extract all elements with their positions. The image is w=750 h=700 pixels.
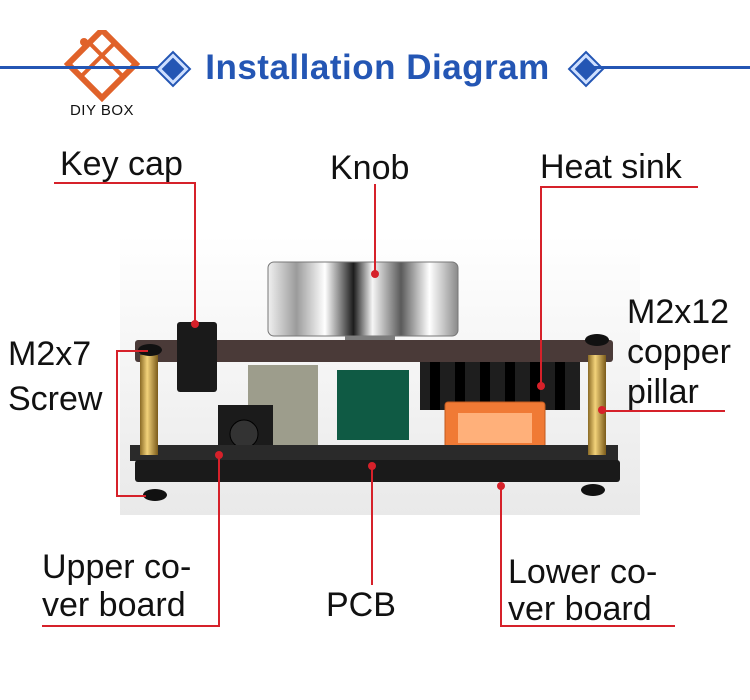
callout-m2x12	[603, 410, 725, 412]
title-rule-right	[590, 66, 750, 69]
callout-dot-key-cap	[191, 320, 199, 328]
brand-name: DIY BOX	[69, 102, 135, 119]
logo-mark	[63, 25, 141, 103]
pcb-board	[130, 445, 618, 461]
lower-cover-board	[135, 460, 620, 482]
title-rule-left	[0, 66, 170, 69]
callout-m2x7-h2	[116, 495, 146, 497]
screw-bottom-right	[581, 484, 605, 496]
audio-jack-hole	[229, 419, 259, 449]
callout-dot-knob	[371, 270, 379, 278]
callout-key-cap	[54, 182, 194, 184]
callout-m2x7-h1	[116, 350, 148, 352]
label-m2x7-line1: M2x7	[8, 335, 92, 373]
callout-dot-heat-sink	[537, 382, 545, 390]
label-m2x12-line2: copper	[627, 333, 731, 371]
heat-sink	[420, 362, 580, 410]
callout-key-cap-v	[194, 182, 196, 324]
label-knob: Knob	[330, 149, 410, 187]
label-key-cap: Key cap	[60, 145, 183, 183]
copper-pillar-left	[140, 355, 158, 455]
label-lower-line2: ver board	[508, 590, 652, 628]
page-title: Installation Diagram	[205, 48, 550, 87]
label-upper-line1: Upper co-	[42, 548, 192, 586]
callout-dot-pcb	[368, 462, 376, 470]
screw-top-left	[138, 344, 162, 356]
callout-m2x7-v	[116, 350, 118, 495]
copper-pillar-right	[588, 355, 606, 455]
diy-box-logo: DIY BOX	[56, 25, 148, 125]
label-pcb: PCB	[326, 586, 396, 624]
callout-heat-sink-h	[540, 186, 698, 188]
screw-bottom-left	[143, 489, 167, 501]
callout-lower-v	[500, 485, 502, 627]
label-upper-line2: ver board	[42, 586, 186, 624]
potentiometer	[337, 370, 409, 440]
label-m2x12-line3: pillar	[627, 373, 699, 411]
header: DIY BOX Installation Diagram	[0, 0, 750, 120]
callout-upper-v	[218, 455, 220, 627]
key-cap	[177, 322, 217, 392]
label-m2x7-line2: Screw	[8, 380, 103, 418]
callout-upper-h	[42, 625, 220, 627]
callout-knob	[374, 184, 376, 274]
callout-lower-h	[500, 625, 675, 627]
label-m2x12-line1: M2x12	[627, 293, 730, 331]
label-lower-line1: Lower co-	[508, 553, 658, 591]
callout-dot-lower	[497, 482, 505, 490]
usb-port-inner	[458, 413, 532, 443]
callout-dot-m2x12	[598, 406, 606, 414]
screw-top-right	[585, 334, 609, 346]
callout-heat-sink-v	[540, 186, 542, 386]
label-heat-sink: Heat sink	[540, 148, 682, 186]
callout-pcb	[371, 465, 373, 585]
knob	[267, 261, 459, 337]
upper-cover-board	[135, 340, 613, 362]
callout-dot-upper	[215, 451, 223, 459]
